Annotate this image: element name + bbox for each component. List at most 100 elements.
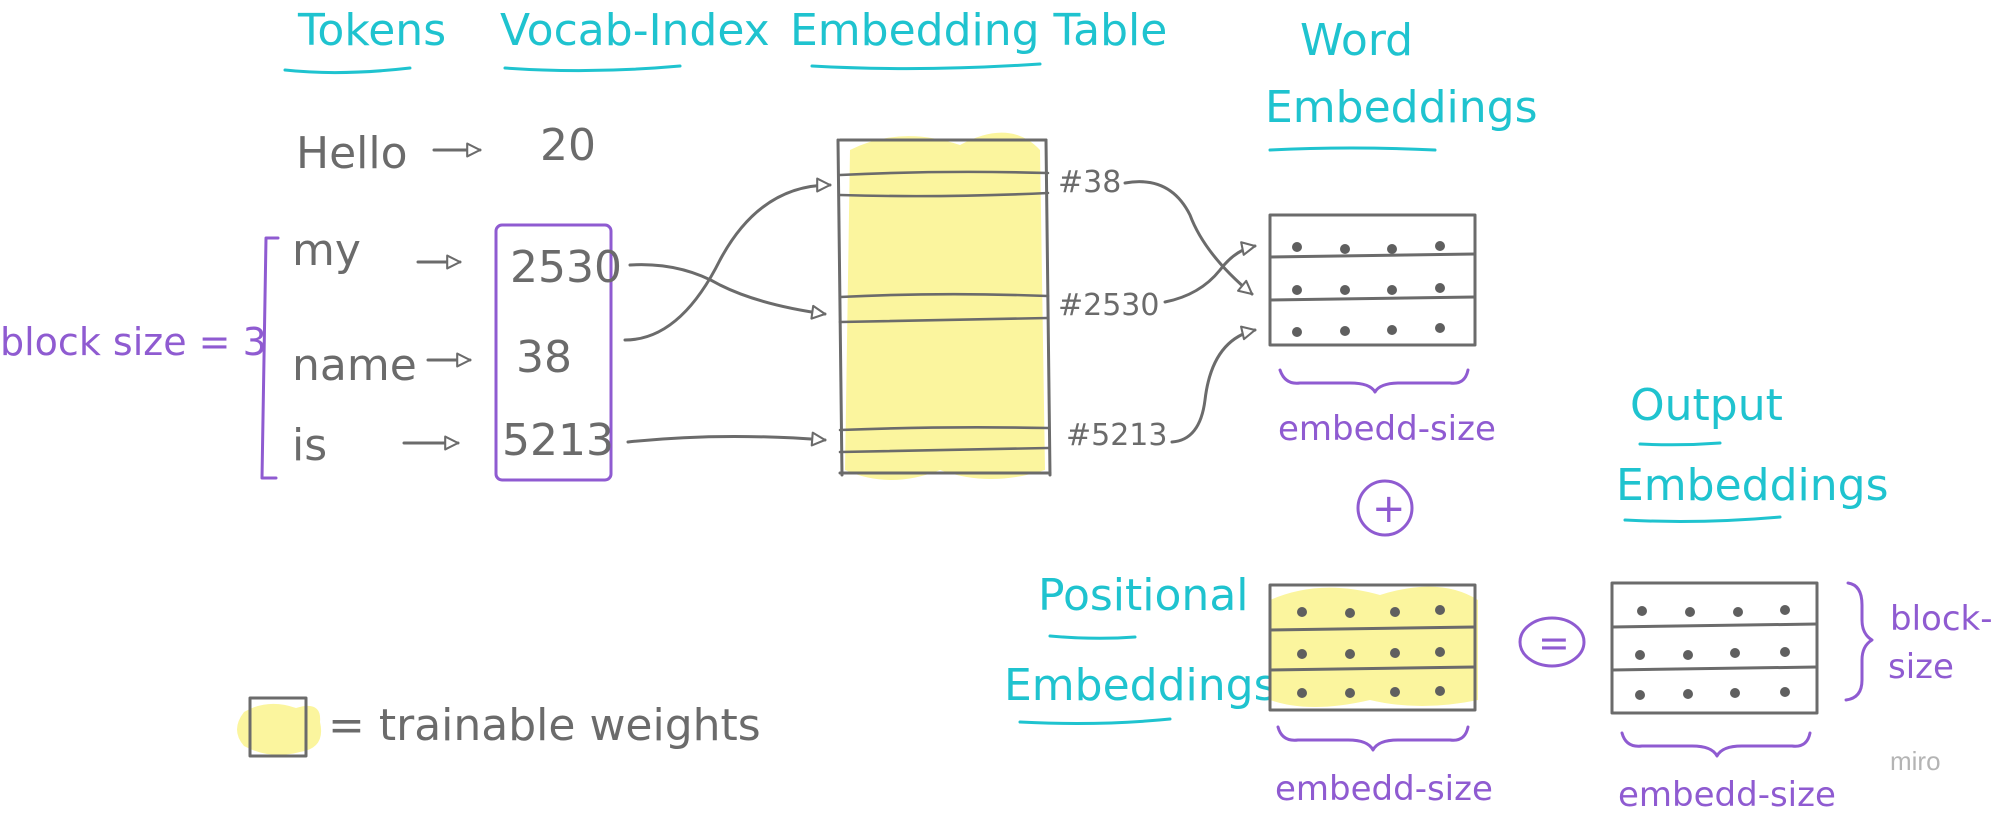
table-row-5213 (838, 426, 1050, 454)
positional-highlight (1270, 586, 1478, 707)
word-dot (1292, 242, 1302, 252)
output-matrix-dots (1635, 605, 1790, 700)
output-brace-right (1844, 581, 1874, 702)
word-dot (1435, 241, 1445, 251)
out-dot (1637, 606, 1647, 616)
equals-symbol: = (1538, 621, 1570, 665)
pos-dot (1435, 605, 1445, 615)
block-size-right-1: block- (1890, 599, 1992, 639)
header-tokens: Tokens (297, 5, 446, 56)
output-row-divider-1 (1610, 622, 1819, 629)
out-dot (1635, 690, 1645, 700)
header-output-2: Embeddings (1616, 460, 1889, 511)
header-word-embeddings-1: Word (1300, 15, 1413, 66)
out-dot (1780, 647, 1790, 657)
word-matrix-dots (1292, 241, 1445, 337)
output-row-divider-2 (1610, 665, 1819, 672)
row-label-5213: #5213 (1066, 418, 1167, 453)
word-dot (1340, 285, 1350, 295)
token-is: is (292, 420, 327, 471)
header-positional-2: Embeddings (1004, 660, 1277, 711)
positional-matrix-dots (1297, 605, 1445, 698)
out-dot (1683, 650, 1693, 660)
arrow-5213-to-table (626, 431, 827, 447)
output-embeddings-matrix: embedd-size block- size (1610, 581, 1992, 815)
header-embedding-table: Embedding Table (790, 5, 1167, 56)
equals-sign: = (1518, 616, 1586, 668)
word-dot (1292, 327, 1302, 337)
token-my: my (292, 225, 361, 276)
out-dot (1780, 605, 1790, 615)
header-vocab-underline (503, 64, 682, 73)
positional-embedd-size: embedd-size (1275, 769, 1493, 809)
header-embedding-underline (810, 62, 1042, 71)
arrow-2530-to-table (628, 263, 827, 320)
vocab-index-column: 20 2530 38 5213 (494, 120, 622, 482)
block-size-label: block size = 3 (0, 320, 267, 364)
token-arrows (402, 142, 482, 451)
table-to-word-arrows (1123, 180, 1257, 444)
out-dot (1683, 689, 1693, 699)
header-positional-underline-1 (1048, 634, 1137, 640)
header-tokens-underline (283, 66, 412, 75)
equals-ellipse (1518, 616, 1586, 668)
row-label-2530: #2530 (1058, 288, 1159, 323)
word-dot (1387, 325, 1397, 335)
word-dot (1435, 323, 1445, 333)
word-dot (1340, 326, 1350, 336)
plus-sign: + (1356, 479, 1414, 537)
positional-matrix-frame (1268, 583, 1477, 712)
index-hello: 20 (540, 120, 596, 171)
header-vocab-index: Vocab-Index (500, 5, 770, 56)
positional-embeddings-matrix: embedd-size (1268, 583, 1493, 809)
token-hello: Hello (296, 128, 408, 179)
index-is: 5213 (502, 415, 614, 466)
pos-dot (1390, 648, 1400, 658)
embedding-table: #38 #2530 #5213 (836, 132, 1167, 480)
legend-highlight (237, 703, 322, 755)
header-output-underline-1 (1638, 441, 1722, 447)
word-dot (1292, 285, 1302, 295)
pos-dot (1390, 687, 1400, 697)
plus-circle (1356, 479, 1414, 537)
out-dot (1733, 607, 1743, 617)
tokens-column: Hello my name is (260, 128, 417, 480)
arrow-row2530-to-word (1163, 241, 1257, 304)
out-dot (1780, 687, 1790, 697)
word-dot (1387, 285, 1397, 295)
word-dot (1435, 283, 1445, 293)
output-brace-bottom (1620, 731, 1812, 758)
positional-row-divider-2 (1268, 665, 1477, 672)
block-bracket (260, 236, 280, 480)
pos-dot (1435, 647, 1445, 657)
headers: Tokens Vocab-Index Embedding Table Word … (283, 5, 1889, 725)
pos-dot (1390, 607, 1400, 617)
pos-dot (1297, 607, 1307, 617)
index-name: 38 (516, 332, 572, 383)
table-right (1044, 138, 1052, 477)
header-positional-1: Positional (1038, 570, 1249, 621)
arrow-38-to-table (623, 177, 832, 342)
header-positional-underline-2 (1018, 717, 1172, 725)
index-my: 2530 (510, 242, 622, 293)
word-matrix-frame (1268, 213, 1477, 347)
word-dot (1387, 244, 1397, 254)
out-dot (1730, 648, 1740, 658)
index-to-table-arrows (623, 177, 832, 447)
positional-brace (1276, 725, 1470, 752)
row-label-38: #38 (1058, 165, 1121, 200)
positional-row-divider-1 (1268, 625, 1477, 632)
table-left (836, 138, 844, 477)
pos-dot (1345, 649, 1355, 659)
header-word-embeddings-2: Embeddings (1265, 82, 1538, 133)
header-word-underline (1268, 146, 1437, 152)
arrow-row5213-to-word (1170, 325, 1257, 444)
word-dot (1340, 244, 1350, 254)
pos-dot (1435, 686, 1445, 696)
embedding-table-highlight (845, 132, 1045, 480)
table-row-2530 (838, 292, 1050, 324)
out-dot (1730, 688, 1740, 698)
word-matrix-brace (1278, 368, 1470, 394)
index-box (494, 223, 613, 482)
pos-dot (1297, 649, 1307, 659)
